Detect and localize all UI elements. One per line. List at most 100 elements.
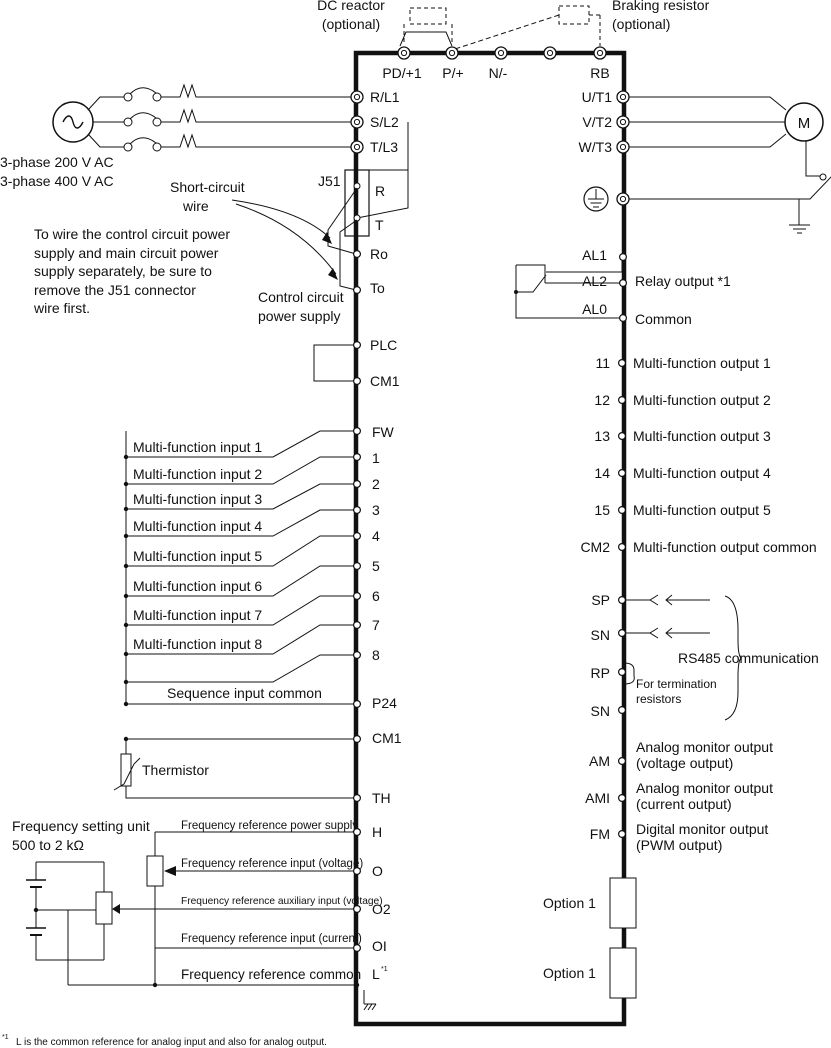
dc-reactor-optional-label: (optional) [322,16,380,32]
terminal-label-ro: Ro [370,246,388,262]
monitor-ami-line-1: Analog monitor output [636,780,773,796]
terminal-extra[interactable] [543,46,557,60]
terminal-in-3[interactable] [353,506,362,515]
terminal-sp[interactable] [617,595,626,604]
terminal-am[interactable] [617,756,626,765]
terminal-in-6[interactable] [353,591,362,600]
terminal-rb[interactable] [593,46,607,60]
option-label-1: Option 1 [543,895,596,911]
supply-label-200v: 3-phase 200 V AC [0,154,114,170]
relay-section: AL1 AL2 AL0 Relay output *1 Common [514,247,731,327]
terminal-w-t3[interactable] [616,140,630,154]
dc-reactor-jumper [399,31,453,47]
terminal-oi[interactable] [353,943,362,952]
terminal-n[interactable] [494,46,508,60]
freq-label-input-current: Frequency reference input (current) [181,933,362,945]
terminal-label-p24: P24 [372,695,397,711]
rs485-section: SP SN RP SN RS485 communication For term… [591,592,819,721]
terminal-cm1-lower[interactable] [353,734,362,743]
option-slot-2[interactable] [609,947,637,999]
terminal-out-12[interactable] [617,396,626,405]
terminal-th[interactable] [353,793,362,802]
terminal-out-14[interactable] [617,469,626,478]
freq-label-common: Frequency reference common [181,967,361,982]
output-label-5: Multi-function output 5 [633,502,771,518]
terminal-ro[interactable] [353,250,362,259]
terminal-label-cm2: CM2 [580,539,610,555]
terminal-v-t2[interactable] [616,115,630,129]
terminal-cm2[interactable] [617,542,626,551]
terminal-ground[interactable] [616,192,630,206]
input-label-5: Multi-function input 5 [133,548,262,564]
input-label-8: Multi-function input 8 [133,636,262,652]
j51-note-line-4: remove the J51 connector [34,282,196,298]
short-circuit-wire-label: wire [182,198,209,214]
potentiometer-icon [95,891,113,925]
supply-label-400v: 3-phase 400 V AC [0,173,114,189]
terminal-sn[interactable] [617,628,626,637]
terminal-ami[interactable] [617,793,626,802]
terminal-in-4[interactable] [353,531,362,540]
j51-terminal-t: T [375,217,384,233]
terminal-label-out-15: 15 [594,502,610,518]
terminal-o[interactable] [353,866,362,875]
relay-output-label: Relay output *1 [635,273,731,289]
terminal-r-l1[interactable] [350,90,364,104]
terminal-p24[interactable] [353,699,362,708]
frequency-setting-pot-icon [146,855,164,887]
terminal-label-ami: AMI [585,790,610,806]
terminal-label-th: TH [372,790,391,806]
terminal-out-15[interactable] [617,506,626,515]
terminal-out-11[interactable] [617,359,626,368]
terminal-fw[interactable] [353,427,362,436]
terminal-label-h: H [372,824,382,840]
option-slot-1[interactable] [609,877,637,929]
terminal-label-oi: OI [372,938,387,954]
terminal-h[interactable] [353,827,362,836]
terminal-in-7[interactable] [353,620,362,629]
terminal-label-sn: SN [591,627,610,643]
terminal-label-in-2: 2 [372,476,380,492]
dc-reactor-symbol [409,7,447,25]
terminal-al1[interactable] [618,253,627,262]
terminal-in-2[interactable] [353,480,362,489]
terminal-plc[interactable] [353,341,362,350]
input-section: Multi-function input 1 Multi-function in… [123,424,397,711]
option-label-2: Option 1 [543,965,596,981]
ground-icon [583,186,609,212]
terminal-fm[interactable] [617,829,626,838]
terminal-label-l: L [372,966,380,982]
relay-common-label: Common [635,311,692,327]
terminal-al2[interactable] [618,279,627,288]
terminal-label-p: P/+ [442,65,463,81]
j51-terminal-r: R [375,183,385,199]
terminal-rp[interactable] [617,667,626,676]
terminal-label-out-14: 14 [594,465,610,481]
terminal-in-5[interactable] [353,561,362,570]
thermistor-section: Thermistor CM1 TH [113,730,402,806]
terminal-to[interactable] [353,286,362,295]
plc-section: PLC CM1 [313,337,400,389]
terminal-o2[interactable] [353,904,362,913]
termination-label-1: For termination [636,677,717,691]
terminal-label-sn-2: SN [591,703,610,719]
terminal-in-8[interactable] [353,650,362,659]
terminal-in-1[interactable] [353,453,362,462]
monitor-fm-line-1: Digital monitor output [636,821,768,837]
terminal-label-in-6: 6 [372,588,380,604]
terminal-out-13[interactable] [617,432,626,441]
dc-reactor-area: DC reactor (optional) [317,0,453,47]
terminal-label-o2: O2 [372,901,391,917]
terminal-cm1[interactable] [353,377,362,386]
terminal-p[interactable] [445,46,459,60]
control-power-label-1: Control circuit [258,289,344,305]
terminal-s-l2[interactable] [350,115,364,129]
freq-label-input-voltage: Frequency reference input (voltage) [181,858,363,870]
terminal-pd1[interactable] [397,46,411,60]
terminal-al0[interactable] [618,314,627,323]
terminal-sn-2[interactable] [617,705,626,714]
terminal-label-o: O [372,863,383,879]
terminal-t-l3[interactable] [350,140,364,154]
terminal-u-t1[interactable] [616,90,630,104]
